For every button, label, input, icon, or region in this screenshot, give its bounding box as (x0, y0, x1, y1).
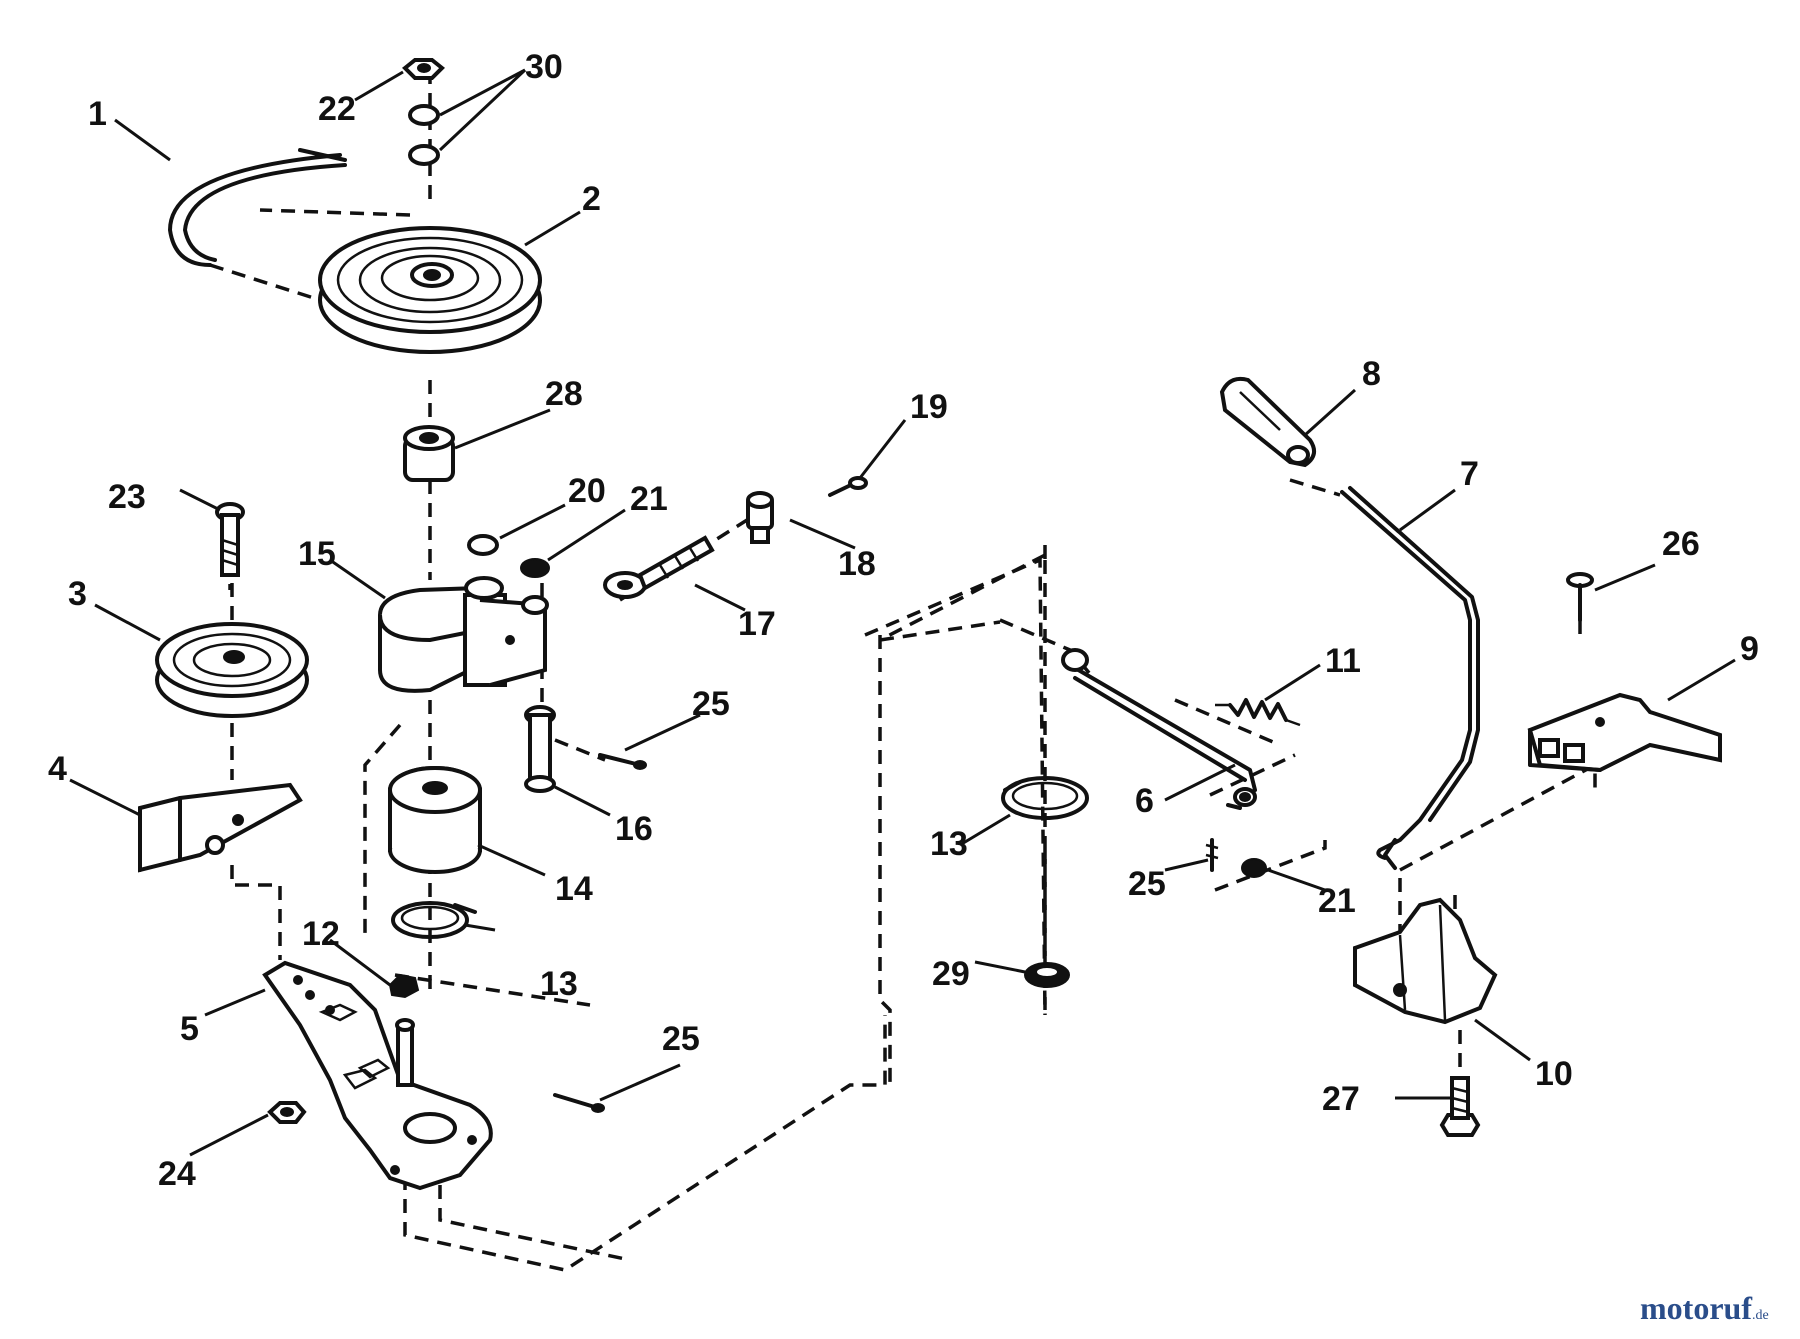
callout-2: 2 (582, 180, 601, 218)
part-2-pulley (318, 226, 542, 354)
part-24-nut (267, 1101, 307, 1124)
callout-11: 11 (1325, 642, 1361, 680)
watermark-brand: motoruf (1640, 1290, 1752, 1326)
part-15-idler-arm (378, 576, 549, 693)
callout-20: 20 (568, 472, 606, 510)
leader-lines (69, 68, 1736, 1157)
part-28-bushing (403, 425, 455, 482)
callout-25-right: 25 (1128, 865, 1166, 903)
callout-10: 10 (1535, 1055, 1573, 1093)
part-30-washers (408, 104, 440, 166)
callout-16: 16 (615, 810, 653, 848)
part-17-eye-bolt (603, 535, 715, 599)
callout-15: 15 (298, 535, 336, 573)
callout-25-upper: 25 (692, 685, 730, 723)
part-21-washer-upper (520, 558, 550, 578)
callout-7: 7 (1460, 455, 1479, 493)
part-26-screw (1566, 572, 1594, 622)
callout-1: 1 (88, 95, 107, 133)
part-27-bolt (1439, 1076, 1481, 1137)
callout-23: 23 (108, 478, 146, 516)
part-21-washer-right (1241, 858, 1267, 878)
part-13-snap-ring-right (1001, 776, 1089, 820)
part-12-nut (388, 973, 420, 999)
callout-labels: 1 2 3 4 5 6 7 8 9 10 11 12 13 13 14 15 1… (48, 48, 1759, 1193)
callout-4: 4 (48, 750, 67, 788)
part-19-cotter-pin (828, 476, 868, 497)
callout-13-right: 13 (930, 825, 968, 863)
part-6-linkage-rod (1061, 648, 1257, 810)
callout-6: 6 (1135, 782, 1154, 820)
part-11-spring (1215, 698, 1301, 727)
callout-29: 29 (932, 955, 970, 993)
part-13-snap-ring-left (391, 901, 477, 939)
callout-25-lower: 25 (662, 1020, 700, 1058)
callout-28: 28 (545, 375, 583, 413)
part-5-mounting-plate (262, 960, 493, 1191)
part-1-belt (168, 148, 347, 267)
part-23-bolt (215, 502, 245, 577)
watermark-logo: motoruf.de (1640, 1290, 1769, 1327)
callout-3: 3 (68, 575, 87, 613)
part-4-bracket (138, 782, 303, 873)
callout-21-right: 21 (1318, 882, 1356, 920)
part-8-handle-grip (1219, 376, 1316, 468)
part-18-ferrule (746, 491, 774, 544)
callout-27: 27 (1322, 1080, 1360, 1118)
watermark-tld: .de (1751, 1308, 1769, 1323)
callout-21-upper: 21 (630, 480, 668, 518)
part-14-spacer (388, 766, 482, 874)
callout-19: 19 (910, 388, 948, 426)
part-20-washer (467, 534, 499, 556)
part-3-idler-pulley (155, 622, 309, 718)
callout-18: 18 (838, 545, 876, 583)
callout-30: 30 (525, 48, 563, 86)
callout-8: 8 (1362, 355, 1381, 393)
callout-9: 9 (1740, 630, 1759, 668)
part-25-cotter-pin-b (553, 1093, 605, 1113)
part-25-cotter-pin-c (1205, 838, 1219, 872)
callout-22: 22 (318, 90, 356, 128)
callout-24: 24 (158, 1155, 196, 1193)
part-25-cotter-pin-a (598, 753, 647, 770)
part-16-pivot-pin (524, 705, 556, 793)
callout-12: 12 (302, 915, 340, 953)
part-9-bracket (1527, 692, 1722, 773)
callout-17: 17 (738, 605, 776, 643)
part-29-washer (1024, 962, 1070, 988)
callout-14: 14 (555, 870, 593, 908)
callout-13-left: 13 (540, 965, 578, 1003)
callout-26: 26 (1662, 525, 1700, 563)
part-10-lower-bracket (1353, 897, 1498, 1025)
part-22-nut (402, 58, 445, 80)
callout-5: 5 (180, 1010, 199, 1048)
part-7-control-rod (1340, 486, 1480, 870)
